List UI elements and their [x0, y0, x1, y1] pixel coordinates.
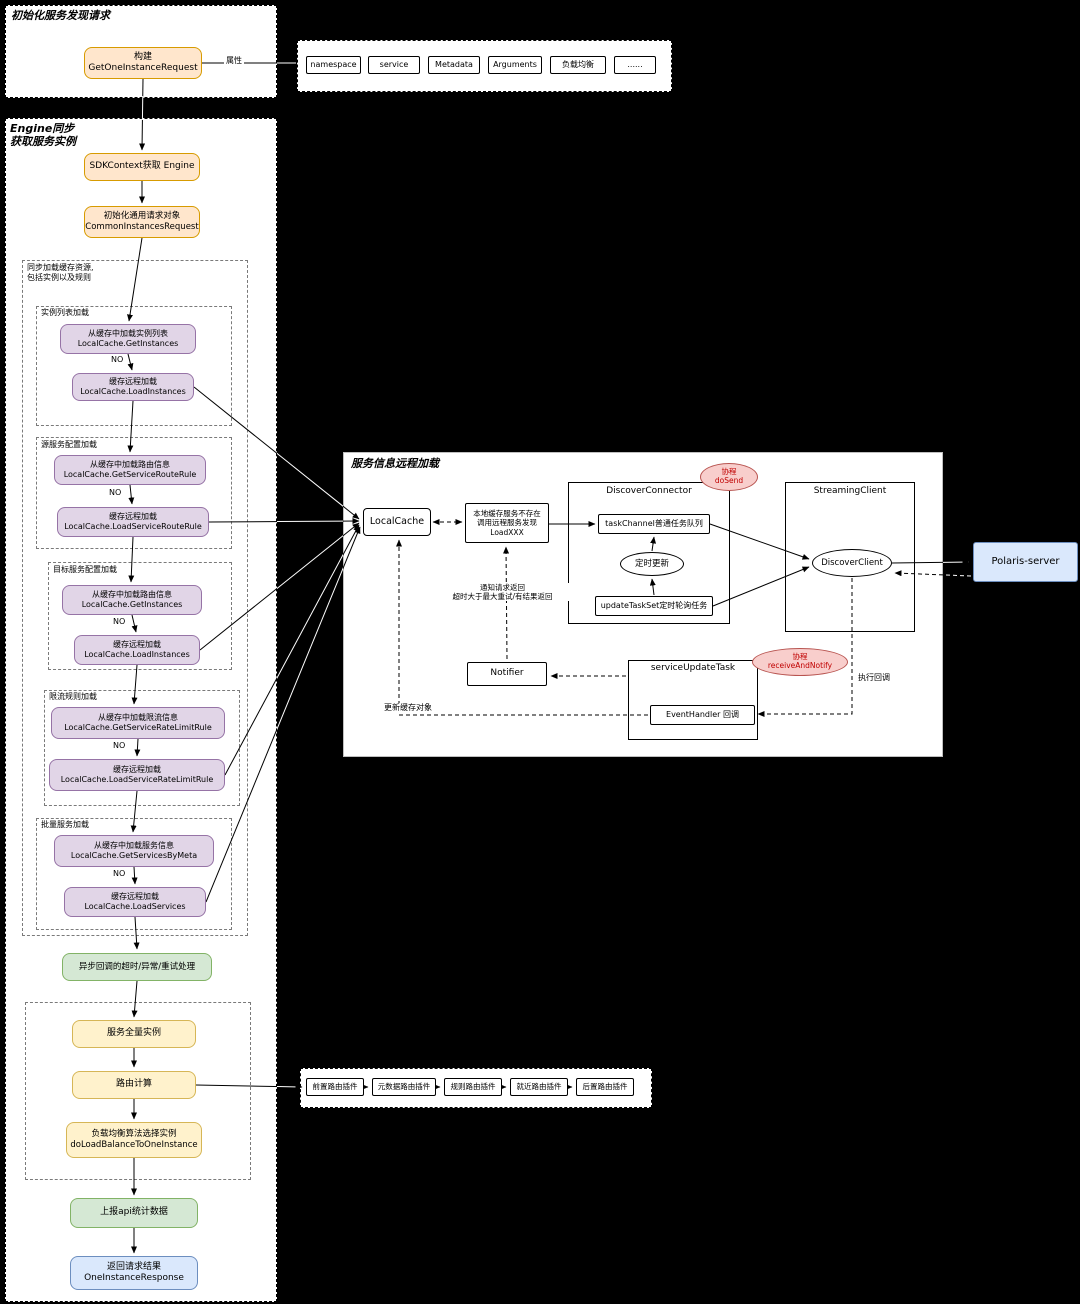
- load-xxx-box: 本地缓存服务不存在 调用远程服务发现 LoadXXX: [465, 503, 549, 543]
- build-request-box: 构建 GetOneInstanceRequest: [84, 47, 202, 79]
- polaris-server-box: Polaris-server: [973, 542, 1078, 582]
- edge-label-attributes: 属性: [224, 56, 244, 66]
- cache-section-title: 同步加载缓存资源, 包括实例以及规则: [27, 263, 94, 282]
- get-instances-box: 从缓存中加载实例列表 LocalCache.GetInstances: [60, 324, 196, 354]
- router-plugin-post: 后置路由插件: [576, 1078, 634, 1096]
- group-title-batch-service: 批量服务加载: [41, 820, 89, 829]
- load-target-box: 缓存远程加载 LocalCache.LoadInstances: [74, 635, 200, 665]
- response-box: 返回请求结果 OneInstanceResponse: [70, 1256, 198, 1290]
- router-plugin-rule: 规则路由插件: [444, 1078, 502, 1096]
- common-request-box: 初始化通用请求对象 CommonInstancesRequest: [84, 206, 200, 238]
- full-instances-box: 服务全量实例: [72, 1020, 196, 1048]
- notifier-box: Notifier: [467, 662, 547, 686]
- remote-panel-title: 服务信息远程加载: [351, 457, 439, 470]
- load-instances-box: 缓存远程加载 LocalCache.LoadInstances: [72, 373, 194, 401]
- attr-service: service: [368, 56, 420, 74]
- engine-panel-title: Engine同步 获取服务实例: [10, 122, 76, 149]
- no-label-3: NO: [112, 617, 127, 626]
- group-title-ratelimit: 限流规则加载: [49, 692, 97, 701]
- event-handler-box: EventHandler 回调: [650, 705, 755, 725]
- load-ratelimit-box: 缓存远程加载 LocalCache.LoadServiceRateLimitRu…: [49, 759, 225, 791]
- discover-connector-label: DiscoverConnector: [606, 486, 692, 496]
- no-label-1: NO: [110, 355, 125, 364]
- discover-client-ellipse: DiscoverClient: [812, 549, 892, 577]
- route-calc-box: 路由计算: [72, 1071, 196, 1099]
- no-label-5: NO: [112, 869, 127, 878]
- router-plugin-metadata: 元数据路由插件: [372, 1078, 436, 1096]
- attr-arguments: Arguments: [488, 56, 542, 74]
- router-plugin-nearby: 就近路由插件: [510, 1078, 568, 1096]
- attr-metadata: Metadata: [428, 56, 480, 74]
- coroutine-receive-ellipse: 协程 receiveAndNotify: [752, 648, 848, 676]
- router-plugin-pre: 前置路由插件: [306, 1078, 364, 1096]
- group-title-instance-list: 实例列表加载: [41, 308, 89, 317]
- attr-more: ......: [614, 56, 656, 74]
- local-cache-box: LocalCache: [363, 508, 431, 536]
- timer-update-ellipse: 定时更新: [620, 552, 684, 576]
- init-panel-title: 初始化服务发现请求: [11, 9, 110, 22]
- sdk-context-box: SDKContext获取 Engine: [84, 153, 200, 181]
- get-target-box: 从缓存中加载路由信息 LocalCache.GetInstances: [62, 585, 202, 615]
- group-title-source-service: 源服务配置加载: [41, 440, 97, 449]
- notify-return-label: 通知请求返回 超时大于最大重试/有结果返回: [428, 583, 577, 601]
- task-channel-box: taskChannel普通任务队列: [598, 514, 710, 534]
- report-api-box: 上报api统计数据: [70, 1198, 198, 1228]
- no-label-4: NO: [112, 741, 127, 750]
- streaming-client-label: StreamingClient: [813, 486, 887, 496]
- no-label-2: NO: [108, 488, 123, 497]
- load-services-box: 缓存远程加载 LocalCache.LoadServices: [64, 887, 206, 917]
- load-balance-box: 负载均衡算法选择实例 doLoadBalanceToOneInstance: [66, 1122, 202, 1158]
- get-route-rule-box: 从缓存中加载路由信息 LocalCache.GetServiceRouteRul…: [54, 455, 206, 485]
- async-retry-box: 异步回调的超时/异常/重试处理: [62, 953, 212, 981]
- load-route-rule-box: 缓存远程加载 LocalCache.LoadServiceRouteRule: [57, 507, 209, 537]
- attr-namespace: namespace: [306, 56, 361, 74]
- get-ratelimit-box: 从缓存中加载限流信息 LocalCache.GetServiceRateLimi…: [51, 707, 225, 739]
- service-update-task-label: serviceUpdateTask: [650, 663, 736, 673]
- coroutine-dosend-ellipse: 协程 doSend: [700, 463, 758, 491]
- attr-loadbalance: 负载均衡: [550, 56, 606, 74]
- exec-callback-label: 执行回调: [856, 673, 892, 683]
- update-task-set-box: updateTaskSet定时轮询任务: [595, 596, 713, 616]
- group-title-target-service: 目标服务配置加载: [53, 565, 117, 574]
- get-services-box: 从缓存中加载服务信息 LocalCache.GetServicesByMeta: [54, 835, 214, 867]
- update-cache-label: 更新缓存对象: [382, 703, 434, 713]
